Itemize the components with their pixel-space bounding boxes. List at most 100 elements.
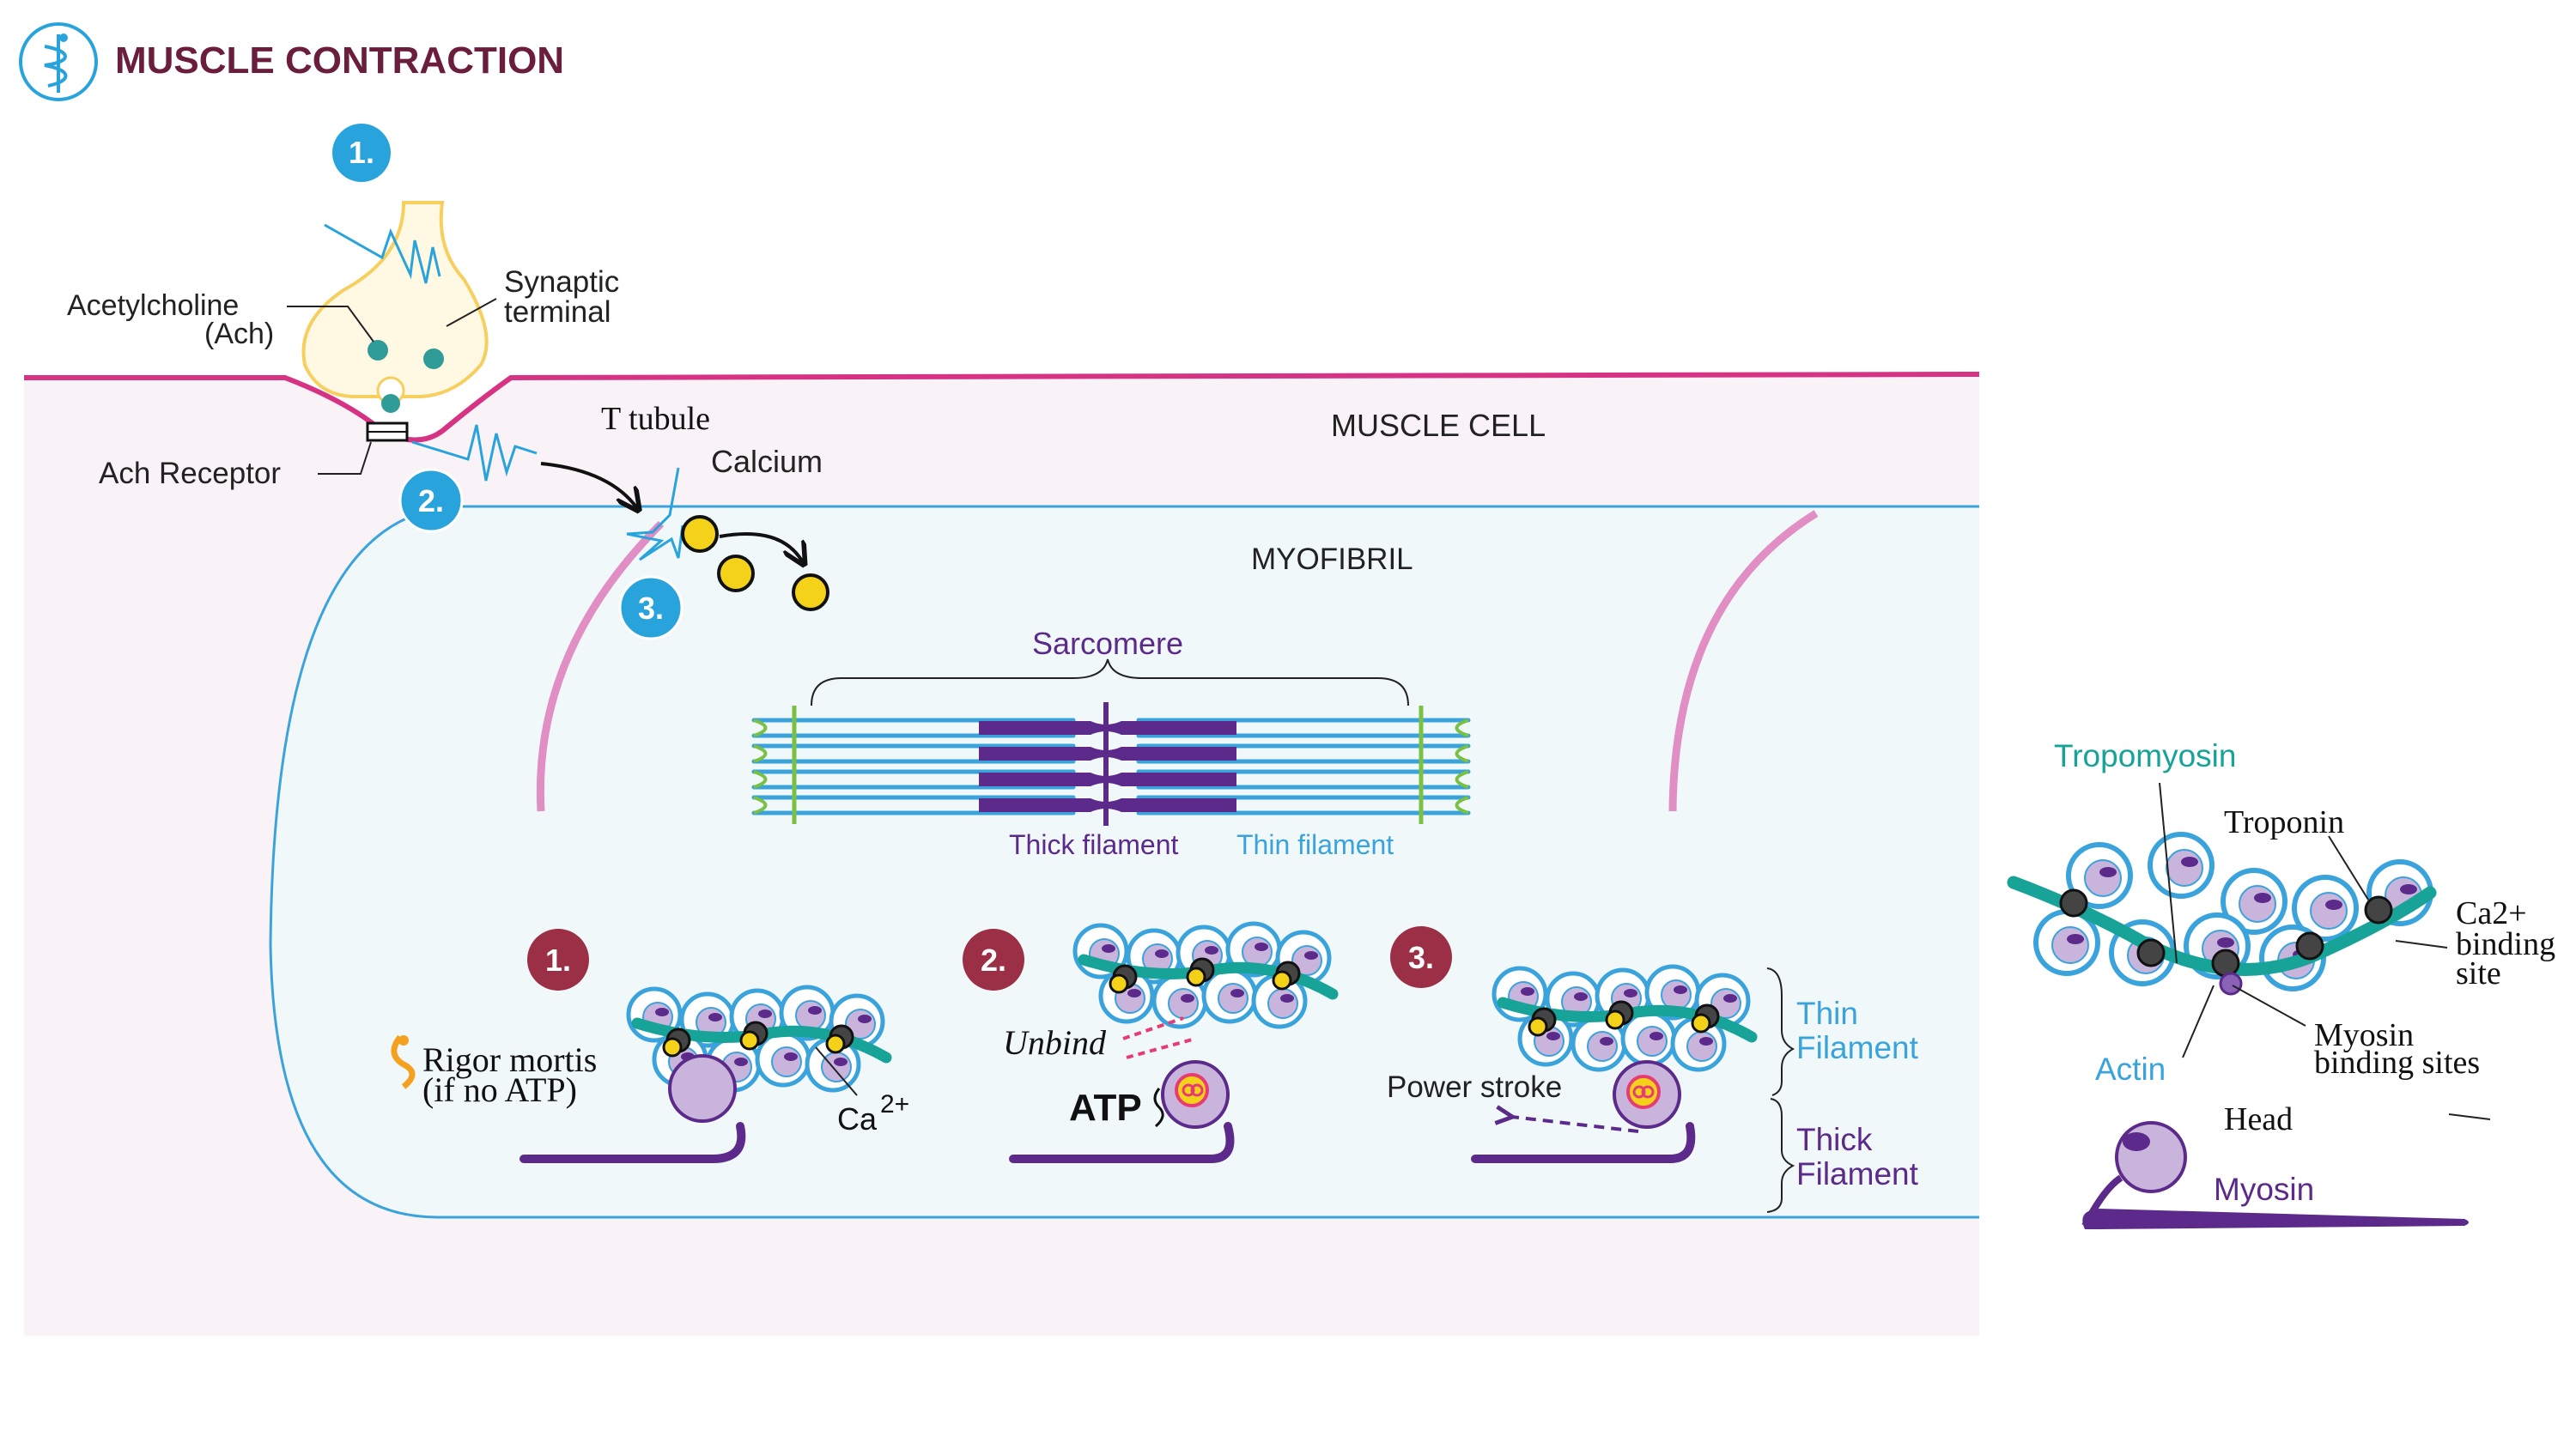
calcium-ion bbox=[717, 555, 755, 592]
synaptic-terminal bbox=[301, 201, 489, 442]
actin-nucleus bbox=[808, 1006, 822, 1015]
thin-filament-bracket-label-2: Filament bbox=[1796, 1030, 1919, 1065]
header: MUSCLE CONTRACTION bbox=[19, 22, 564, 101]
actin-nucleus bbox=[1600, 1037, 1613, 1046]
unbind-mark bbox=[1122, 1016, 1196, 1059]
myofibril-label: MYOFIBRIL bbox=[1251, 543, 1413, 576]
legend-thin-filament bbox=[2007, 832, 2437, 996]
z-line-hook bbox=[753, 770, 768, 789]
ach-receptor-label: Ach Receptor bbox=[99, 457, 281, 490]
actin-nucleus bbox=[858, 1015, 872, 1023]
action-potential-icon bbox=[324, 223, 441, 284]
actin-nucleus bbox=[1102, 944, 1115, 953]
actin-core bbox=[1218, 983, 1249, 1014]
svg-text:3.: 3. bbox=[638, 591, 664, 626]
ach-vesicle bbox=[423, 349, 444, 369]
actin-core bbox=[1637, 1026, 1668, 1057]
z-line-hook bbox=[753, 744, 768, 763]
legend-callouts bbox=[2159, 782, 2491, 1120]
myosin-head-step-1 bbox=[519, 1054, 746, 1163]
thin-filament-step-2 bbox=[1072, 921, 1339, 1029]
atp-label: ATP bbox=[1069, 1087, 1142, 1129]
actin-nucleus bbox=[1723, 994, 1737, 1003]
signal-arrow bbox=[540, 462, 637, 508]
calcium-ion bbox=[739, 1030, 760, 1051]
myosin-head-step-3 bbox=[1471, 1060, 1696, 1163]
callouts-nerve bbox=[287, 298, 497, 475]
thin-filament-step-3 bbox=[1492, 964, 1758, 1072]
actin-nucleus bbox=[734, 1058, 748, 1066]
actin-nucleus bbox=[1155, 949, 1169, 958]
thin-bracket bbox=[1766, 967, 1795, 1096]
ach-vesicle bbox=[381, 394, 400, 413]
actin-nucleus bbox=[1181, 994, 1194, 1003]
svg-text:3.: 3. bbox=[1408, 940, 1434, 975]
actin-nucleus bbox=[1521, 987, 1534, 996]
step-2-badge: 2. bbox=[398, 468, 464, 533]
svg-text:1.: 1. bbox=[349, 135, 374, 170]
terminal-label: terminal bbox=[504, 295, 611, 329]
calcium-ion bbox=[792, 573, 829, 611]
actin-nucleus bbox=[2217, 937, 2234, 948]
cycle-step-3-badge: 3. bbox=[1390, 926, 1452, 988]
sarcomere-label: Sarcomere bbox=[1032, 626, 1183, 661]
thick-filament-bracket-label-2: Filament bbox=[1796, 1156, 1919, 1191]
actin-nucleus bbox=[834, 1058, 848, 1066]
actin-core bbox=[1686, 1031, 1717, 1062]
step-1-badge: 1. bbox=[332, 124, 391, 182]
sarcoplasmic-reticulum-right bbox=[1668, 510, 1819, 812]
calcium-ion bbox=[825, 1034, 846, 1054]
power-stroke-label: Power stroke bbox=[1387, 1070, 1562, 1104]
actin-nucleus bbox=[2254, 893, 2271, 903]
cycle-step-3: 3. Power stroke bbox=[1387, 926, 1758, 1163]
atp-tilde bbox=[1153, 1088, 1164, 1128]
actin-nucleus bbox=[2400, 884, 2417, 894]
thick-bracket bbox=[1766, 1098, 1795, 1213]
muscle-cell-label: MUSCLE CELL bbox=[1331, 408, 1546, 443]
z-line-hook bbox=[1455, 744, 1469, 763]
calcium-ion bbox=[1186, 967, 1206, 987]
page-title: MUSCLE CONTRACTION bbox=[115, 39, 564, 82]
z-line-hook bbox=[753, 796, 768, 815]
actin-nucleus bbox=[1574, 992, 1588, 1001]
actin-core bbox=[2084, 859, 2122, 897]
legend-myosin-binding-2: binding sites bbox=[2314, 1045, 2480, 1081]
synaptic-label: Synaptic bbox=[504, 265, 619, 299]
actin-nucleus bbox=[1255, 943, 1268, 951]
svg-text:2.: 2. bbox=[981, 943, 1006, 978]
legend-troponin: Troponin bbox=[2224, 804, 2344, 840]
actin-core bbox=[821, 1052, 852, 1082]
actin-nucleus bbox=[655, 1008, 669, 1016]
filament-brackets: Thin Filament Thick Filament bbox=[1766, 967, 1919, 1213]
troponin bbox=[2364, 895, 2393, 925]
cycle-step-1: 1. Rigor mortis (if no ATP) Ca 2+ bbox=[391, 929, 909, 1163]
actin-nucleus bbox=[1230, 989, 1244, 997]
legend: Tropomyosin Troponin Ca2+ binding site M… bbox=[2007, 738, 2555, 1229]
actin-nucleus bbox=[1624, 989, 1637, 997]
troponin bbox=[2295, 931, 2324, 961]
thin-filament-bracket-label-1: Thin bbox=[1796, 996, 1858, 1031]
actin-core bbox=[2239, 885, 2276, 923]
calcium-arrow bbox=[719, 532, 803, 562]
actin-nucleus bbox=[1280, 994, 1294, 1003]
thin-filament-step-1 bbox=[626, 985, 892, 1093]
actin-nucleus bbox=[1304, 951, 1318, 960]
actin-nucleus bbox=[784, 1052, 798, 1061]
z-line-hook bbox=[1455, 718, 1469, 737]
myosin-binding-site bbox=[2219, 972, 2243, 996]
calcium-ion bbox=[662, 1037, 683, 1058]
t-tubule-label: T tubule bbox=[601, 401, 710, 437]
troponin bbox=[2059, 888, 2088, 918]
troponin bbox=[2136, 938, 2166, 967]
z-line-hook bbox=[1455, 796, 1469, 815]
thick-filament-bracket-label-1: Thick bbox=[1796, 1122, 1873, 1157]
actin-nucleus bbox=[2325, 900, 2342, 910]
calcium-ion bbox=[681, 515, 719, 553]
z-line-hook bbox=[753, 718, 768, 737]
ca-callout-line bbox=[815, 1046, 858, 1096]
legend-ca-binding-2: binding bbox=[2456, 926, 2555, 962]
actin-core bbox=[2166, 849, 2203, 887]
calcium-label: Calcium bbox=[711, 444, 823, 479]
actin-core bbox=[2310, 892, 2348, 930]
